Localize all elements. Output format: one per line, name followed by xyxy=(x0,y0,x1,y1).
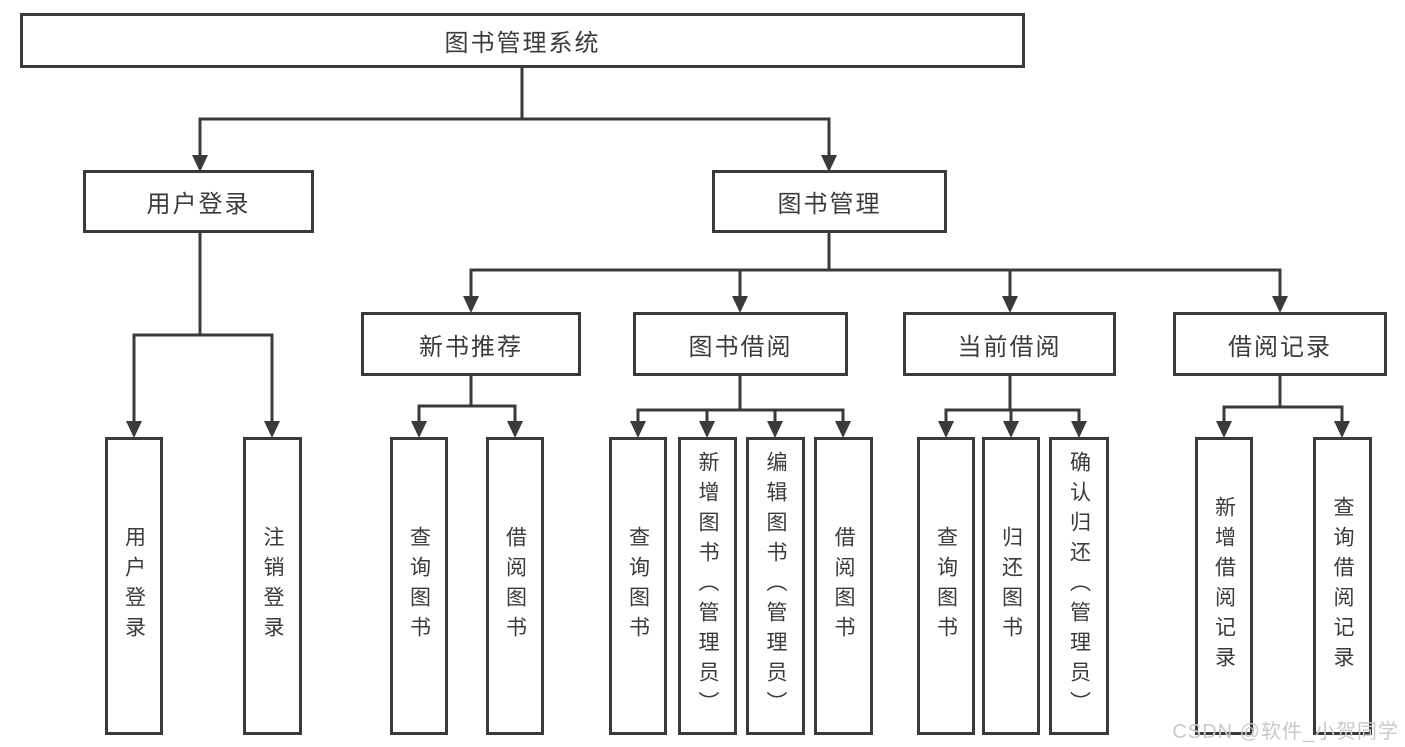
connector-new-book-split xyxy=(411,375,523,438)
node-new-book-recommend: 新书推荐 xyxy=(361,312,581,376)
leaf-return-book: 归还图书 xyxy=(982,437,1040,735)
leaf-borrow-book-1: 借阅图书 xyxy=(486,437,544,735)
leaf-query-book-3: 查询图书 xyxy=(917,437,975,735)
node-book-borrow: 图书借阅 xyxy=(633,312,848,376)
connector-root-split xyxy=(192,66,837,172)
watermark: CSDN @软件_小贺同学 xyxy=(1172,721,1399,743)
connector-book-borrow-split xyxy=(630,375,851,438)
node-label: 查询图书 xyxy=(934,526,958,646)
node-label: 查询图书 xyxy=(626,526,650,646)
leaf-add-borrow-record: 新增借阅记录 xyxy=(1195,437,1253,735)
node-label: 归还图书 xyxy=(999,526,1023,646)
node-label: 新增借阅记录 xyxy=(1212,496,1236,676)
leaf-query-book-2: 查询图书 xyxy=(609,437,667,735)
node-label: 查询图书 xyxy=(407,526,431,646)
node-label: 借阅图书 xyxy=(832,526,855,646)
node-label: 新增图书（管理员） xyxy=(696,451,719,721)
leaf-confirm-return-admin: 确认归还（管理员） xyxy=(1049,437,1109,735)
node-label: 图书管理 xyxy=(777,191,882,218)
leaf-query-borrow-record: 查询借阅记录 xyxy=(1313,437,1372,735)
node-label: 借阅图书 xyxy=(503,526,527,646)
leaf-add-book-admin: 新增图书（管理员） xyxy=(678,437,737,735)
leaf-logout: 注销登录 xyxy=(243,437,302,735)
leaf-borrow-book-2: 借阅图书 xyxy=(814,437,873,735)
node-label: 确认归还（管理员） xyxy=(1067,451,1091,721)
leaf-query-book-1: 查询图书 xyxy=(390,437,448,735)
connector-user-login-split xyxy=(126,231,280,438)
node-label: 图书管理系统 xyxy=(444,30,601,57)
leaf-user-login: 用户登录 xyxy=(105,437,163,735)
node-book-management: 图书管理 xyxy=(712,170,947,233)
node-system-root: 图书管理系统 xyxy=(20,13,1025,68)
node-user-login: 用户登录 xyxy=(83,170,314,233)
node-label: 注销登录 xyxy=(261,526,284,646)
node-label: 编辑图书（管理员） xyxy=(764,451,787,721)
connector-book-mgmt-split xyxy=(463,231,1288,313)
node-label: 用户登录 xyxy=(122,526,146,646)
node-label: 查询借阅记录 xyxy=(1331,496,1354,676)
node-label: 用户登录 xyxy=(146,191,251,218)
node-label: 借阅记录 xyxy=(1228,333,1332,361)
connector-borrow-record-split xyxy=(1216,375,1350,438)
node-label: 图书借阅 xyxy=(688,333,793,361)
node-label: 当前借阅 xyxy=(957,333,1062,361)
leaf-edit-book-admin: 编辑图书（管理员） xyxy=(746,437,805,735)
connector-current-borrow-split xyxy=(938,375,1087,438)
node-borrow-record: 借阅记录 xyxy=(1173,312,1387,376)
node-current-borrow: 当前借阅 xyxy=(903,312,1116,376)
node-label: 新书推荐 xyxy=(419,333,523,361)
